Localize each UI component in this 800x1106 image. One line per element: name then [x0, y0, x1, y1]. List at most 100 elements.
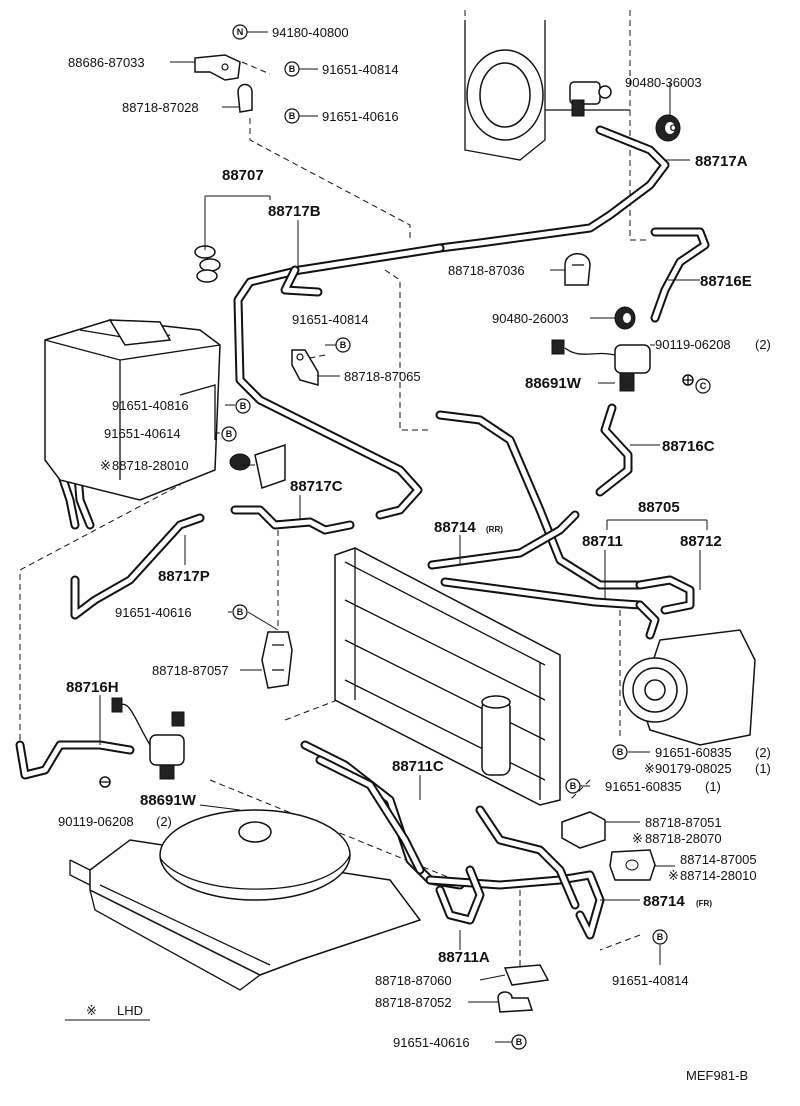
expansion-valve — [569, 81, 612, 117]
label-90480-36003: 90480-36003 — [625, 75, 702, 90]
label-88716H: 88716H — [66, 679, 119, 696]
svg-text:B: B — [516, 1037, 523, 1047]
label-88718-87065: 88718-87065 — [344, 369, 421, 384]
label-91651-40816: 91651-40816 — [112, 398, 189, 413]
label-88714-fr: 88714 — [643, 893, 685, 910]
label-91651-60835-b: 91651-60835 — [605, 779, 682, 794]
diagram-code: MEF981-B — [686, 1068, 748, 1083]
label-88718-87052: 88718-87052 — [375, 995, 452, 1010]
label-90119-06208-top: 90119-06208 — [655, 337, 731, 352]
label-88718-28010: 88718-28010 — [112, 458, 189, 473]
clamp-88718-87036 — [564, 253, 591, 286]
svg-text:B: B — [237, 607, 244, 617]
screw-90119-06208-top — [682, 374, 694, 386]
label-88716C: 88716C — [662, 438, 715, 455]
asterisk-88718-28010: ※ — [100, 458, 111, 473]
asterisk-90179-08025: ※ — [644, 761, 655, 776]
qty-90119-06208-top: (2) — [755, 337, 771, 352]
label-91651-40616-mid: 91651-40616 — [115, 605, 192, 620]
label-88691W-top: 88691W — [525, 375, 582, 392]
mark-b-91651-60835-b: B — [565, 778, 581, 794]
label-90179-08025: 90179-08025 — [655, 761, 732, 776]
mark-b-91651-40616-bottom: B — [511, 1034, 527, 1050]
label-88705: 88705 — [638, 499, 680, 516]
mark-b-91651-40816: B — [235, 398, 251, 414]
legend-asterisk: ※ — [86, 1003, 97, 1018]
mark-c-90480: C — [670, 123, 677, 133]
bracket-88718-87060 — [503, 964, 550, 986]
svg-text:C: C — [670, 123, 677, 133]
svg-text:B: B — [570, 781, 577, 791]
mark-b-91651-40814-top: B — [284, 61, 300, 77]
mark-b-91651-40616-mid: B — [232, 604, 248, 620]
label-88718-87036: 88718-87036 — [448, 263, 525, 278]
bracket-88718-87065 — [291, 349, 319, 386]
clips-88707 — [194, 245, 221, 283]
pipes — [15, 125, 710, 940]
label-88711A: 88711A — [438, 949, 490, 966]
mark-c-90119: C — [695, 378, 711, 394]
label-88707: 88707 — [222, 167, 264, 184]
label-88712: 88712 — [680, 533, 722, 550]
label-88714-rr: 88714 — [434, 519, 476, 536]
qty-91651-60835-b: (1) — [705, 779, 721, 794]
label-91651-40814-bottom: 91651-40814 — [612, 973, 689, 988]
svg-text:N: N — [237, 27, 244, 37]
bracket-88686-87033 — [194, 54, 241, 81]
qty-90119-06208-bottom: (2) — [156, 814, 172, 829]
label-90119-06208-bottom: 90119-06208 — [58, 814, 134, 829]
screw-90119-06208-bottom — [99, 776, 111, 788]
asterisk-88714-28010: ※ — [668, 868, 679, 883]
bracket-88718-28010 — [229, 443, 286, 489]
label-88718-87051: 88718-87051 — [645, 815, 722, 830]
label-88718-87028: 88718-87028 — [122, 100, 199, 115]
label-88718-28070: 88718-28070 — [645, 831, 722, 846]
label-91651-40616-top: 91651-40616 — [322, 109, 399, 124]
lead-lines — [65, 31, 708, 1043]
heater-unit — [44, 319, 221, 501]
label-91651-40614: 91651-40614 — [104, 426, 181, 441]
label-88716E: 88716E — [700, 273, 752, 290]
svg-text:B: B — [289, 111, 296, 121]
svg-text:B: B — [340, 340, 347, 350]
mark-b-91651-40616-top: B — [284, 108, 300, 124]
label-91651-40616-bottom: 91651-40616 — [393, 1035, 470, 1050]
label-88714-28010: 88714-28010 — [680, 868, 757, 883]
label-90480-26003: 90480-26003 — [492, 311, 569, 326]
grommet-90480-36003 — [655, 114, 681, 142]
evaporator-housing — [464, 20, 630, 161]
mark-b-91651-40814-mid: B — [335, 337, 351, 353]
qty-90179-08025: (1) — [755, 761, 771, 776]
clamp-88718-87052 — [497, 991, 534, 1013]
svg-text:B: B — [240, 401, 247, 411]
label-88717B: 88717B — [268, 203, 321, 220]
label-94180-40800: 94180-40800 — [272, 25, 349, 40]
label-88711: 88711 — [582, 533, 623, 550]
label-88718-87057: 88718-87057 — [152, 663, 229, 678]
mark-b-91651-40614: B — [221, 426, 237, 442]
label-91651-60835-a: 91651-60835 — [655, 745, 732, 760]
legend-lhd: LHD — [117, 1003, 143, 1018]
asterisk-88718-28070: ※ — [632, 831, 643, 846]
mark-b-91651-60835-a: B — [612, 744, 628, 760]
svg-text:B: B — [617, 747, 624, 757]
sub-88714-rr: (RR) — [486, 525, 503, 534]
clamp-88718-87057 — [261, 631, 293, 689]
radiator-fan — [69, 809, 422, 991]
svg-text:B: B — [289, 64, 296, 74]
qty-91651-60835-a: (2) — [755, 745, 771, 760]
label-88717A: 88717A — [695, 153, 748, 170]
grommet-90480-26003 — [614, 306, 636, 330]
receiver-dryer — [481, 695, 511, 776]
sub-88714-fr: (FR) — [696, 899, 712, 908]
clamp-88718-87028 — [237, 83, 253, 113]
part-labels: N 94180-40800 B 91651-40814 88686-87033 … — [58, 24, 771, 1083]
svg-text:B: B — [226, 429, 233, 439]
label-91651-40814-mid: 91651-40814 — [292, 312, 369, 327]
label-88717P: 88717P — [158, 568, 210, 585]
label-88711C: 88711C — [392, 758, 444, 775]
svg-text:C: C — [700, 381, 707, 391]
pipe-88716E — [650, 227, 710, 323]
mark-b-91651-40814-bottom: B — [652, 929, 668, 945]
